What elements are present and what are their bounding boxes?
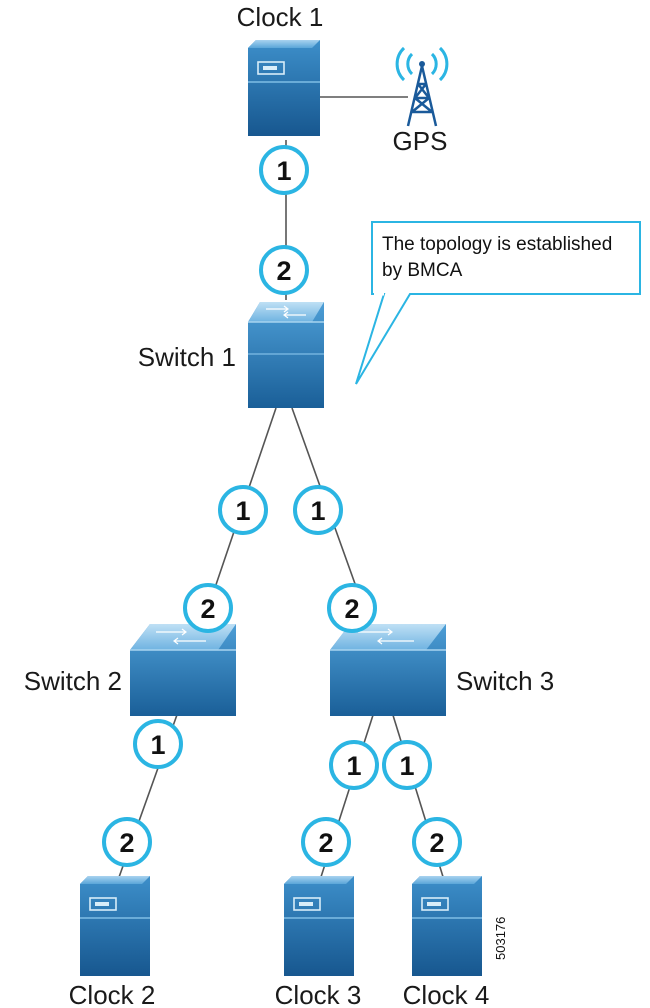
port-number: 2 — [276, 256, 291, 286]
port-number: 2 — [344, 594, 359, 624]
clock2-server-icon — [80, 876, 150, 976]
clock1-label: Clock 1 — [237, 2, 324, 32]
callout-line-1: The topology is established — [382, 234, 612, 255]
switch3-label: Switch 3 — [456, 666, 554, 696]
port-badge-switch3-to-clock4: 1 — [382, 740, 432, 790]
port-badge-switch1-2: 2 — [259, 245, 309, 295]
switch2-label: Switch 2 — [24, 666, 122, 696]
switch2-switch-icon — [130, 624, 236, 716]
port-badge-switch3-to-clock3: 1 — [329, 740, 379, 790]
port-number: 1 — [399, 751, 414, 781]
port-number: 2 — [119, 828, 134, 858]
clock4-server-icon — [412, 876, 482, 976]
gps-antenna-icon — [395, 46, 449, 127]
port-badge-switch2-to-clock2: 1 — [133, 719, 183, 769]
port-badge-clock4-2: 2 — [412, 817, 462, 867]
gps-label: GPS — [393, 126, 448, 156]
port-number: 1 — [276, 156, 291, 186]
clock3-server-icon — [284, 876, 354, 976]
callout-line-2: by BMCA — [382, 260, 463, 281]
port-badge-switch1-to-switch3: 1 — [293, 485, 343, 535]
switch1-label: Switch 1 — [138, 342, 236, 372]
port-number: 1 — [346, 751, 361, 781]
port-badge-clock2-2: 2 — [102, 817, 152, 867]
port-badge-clock1-1: 1 — [259, 145, 309, 195]
port-number: 1 — [235, 496, 250, 526]
port-badge-switch2-2: 2 — [183, 583, 233, 633]
port-number: 1 — [310, 496, 325, 526]
clock3-label: Clock 3 — [275, 980, 362, 1008]
figure-id: 503176 — [493, 917, 508, 960]
port-number: 2 — [200, 594, 215, 624]
port-number: 1 — [150, 730, 165, 760]
port-badge-switch3-2: 2 — [327, 583, 377, 633]
port-badge-switch1-to-switch2: 1 — [218, 485, 268, 535]
port-number: 2 — [318, 828, 333, 858]
port-badge-clock3-2: 2 — [301, 817, 351, 867]
topology-callout: The topology is established by BMCA — [355, 221, 641, 385]
clock2-label: Clock 2 — [69, 980, 156, 1008]
clock4-label: Clock 4 — [403, 980, 490, 1008]
switch3-switch-icon — [330, 624, 446, 716]
port-number: 2 — [429, 828, 444, 858]
clock1-server-icon — [248, 40, 320, 136]
switch1-switch-icon — [248, 302, 324, 408]
